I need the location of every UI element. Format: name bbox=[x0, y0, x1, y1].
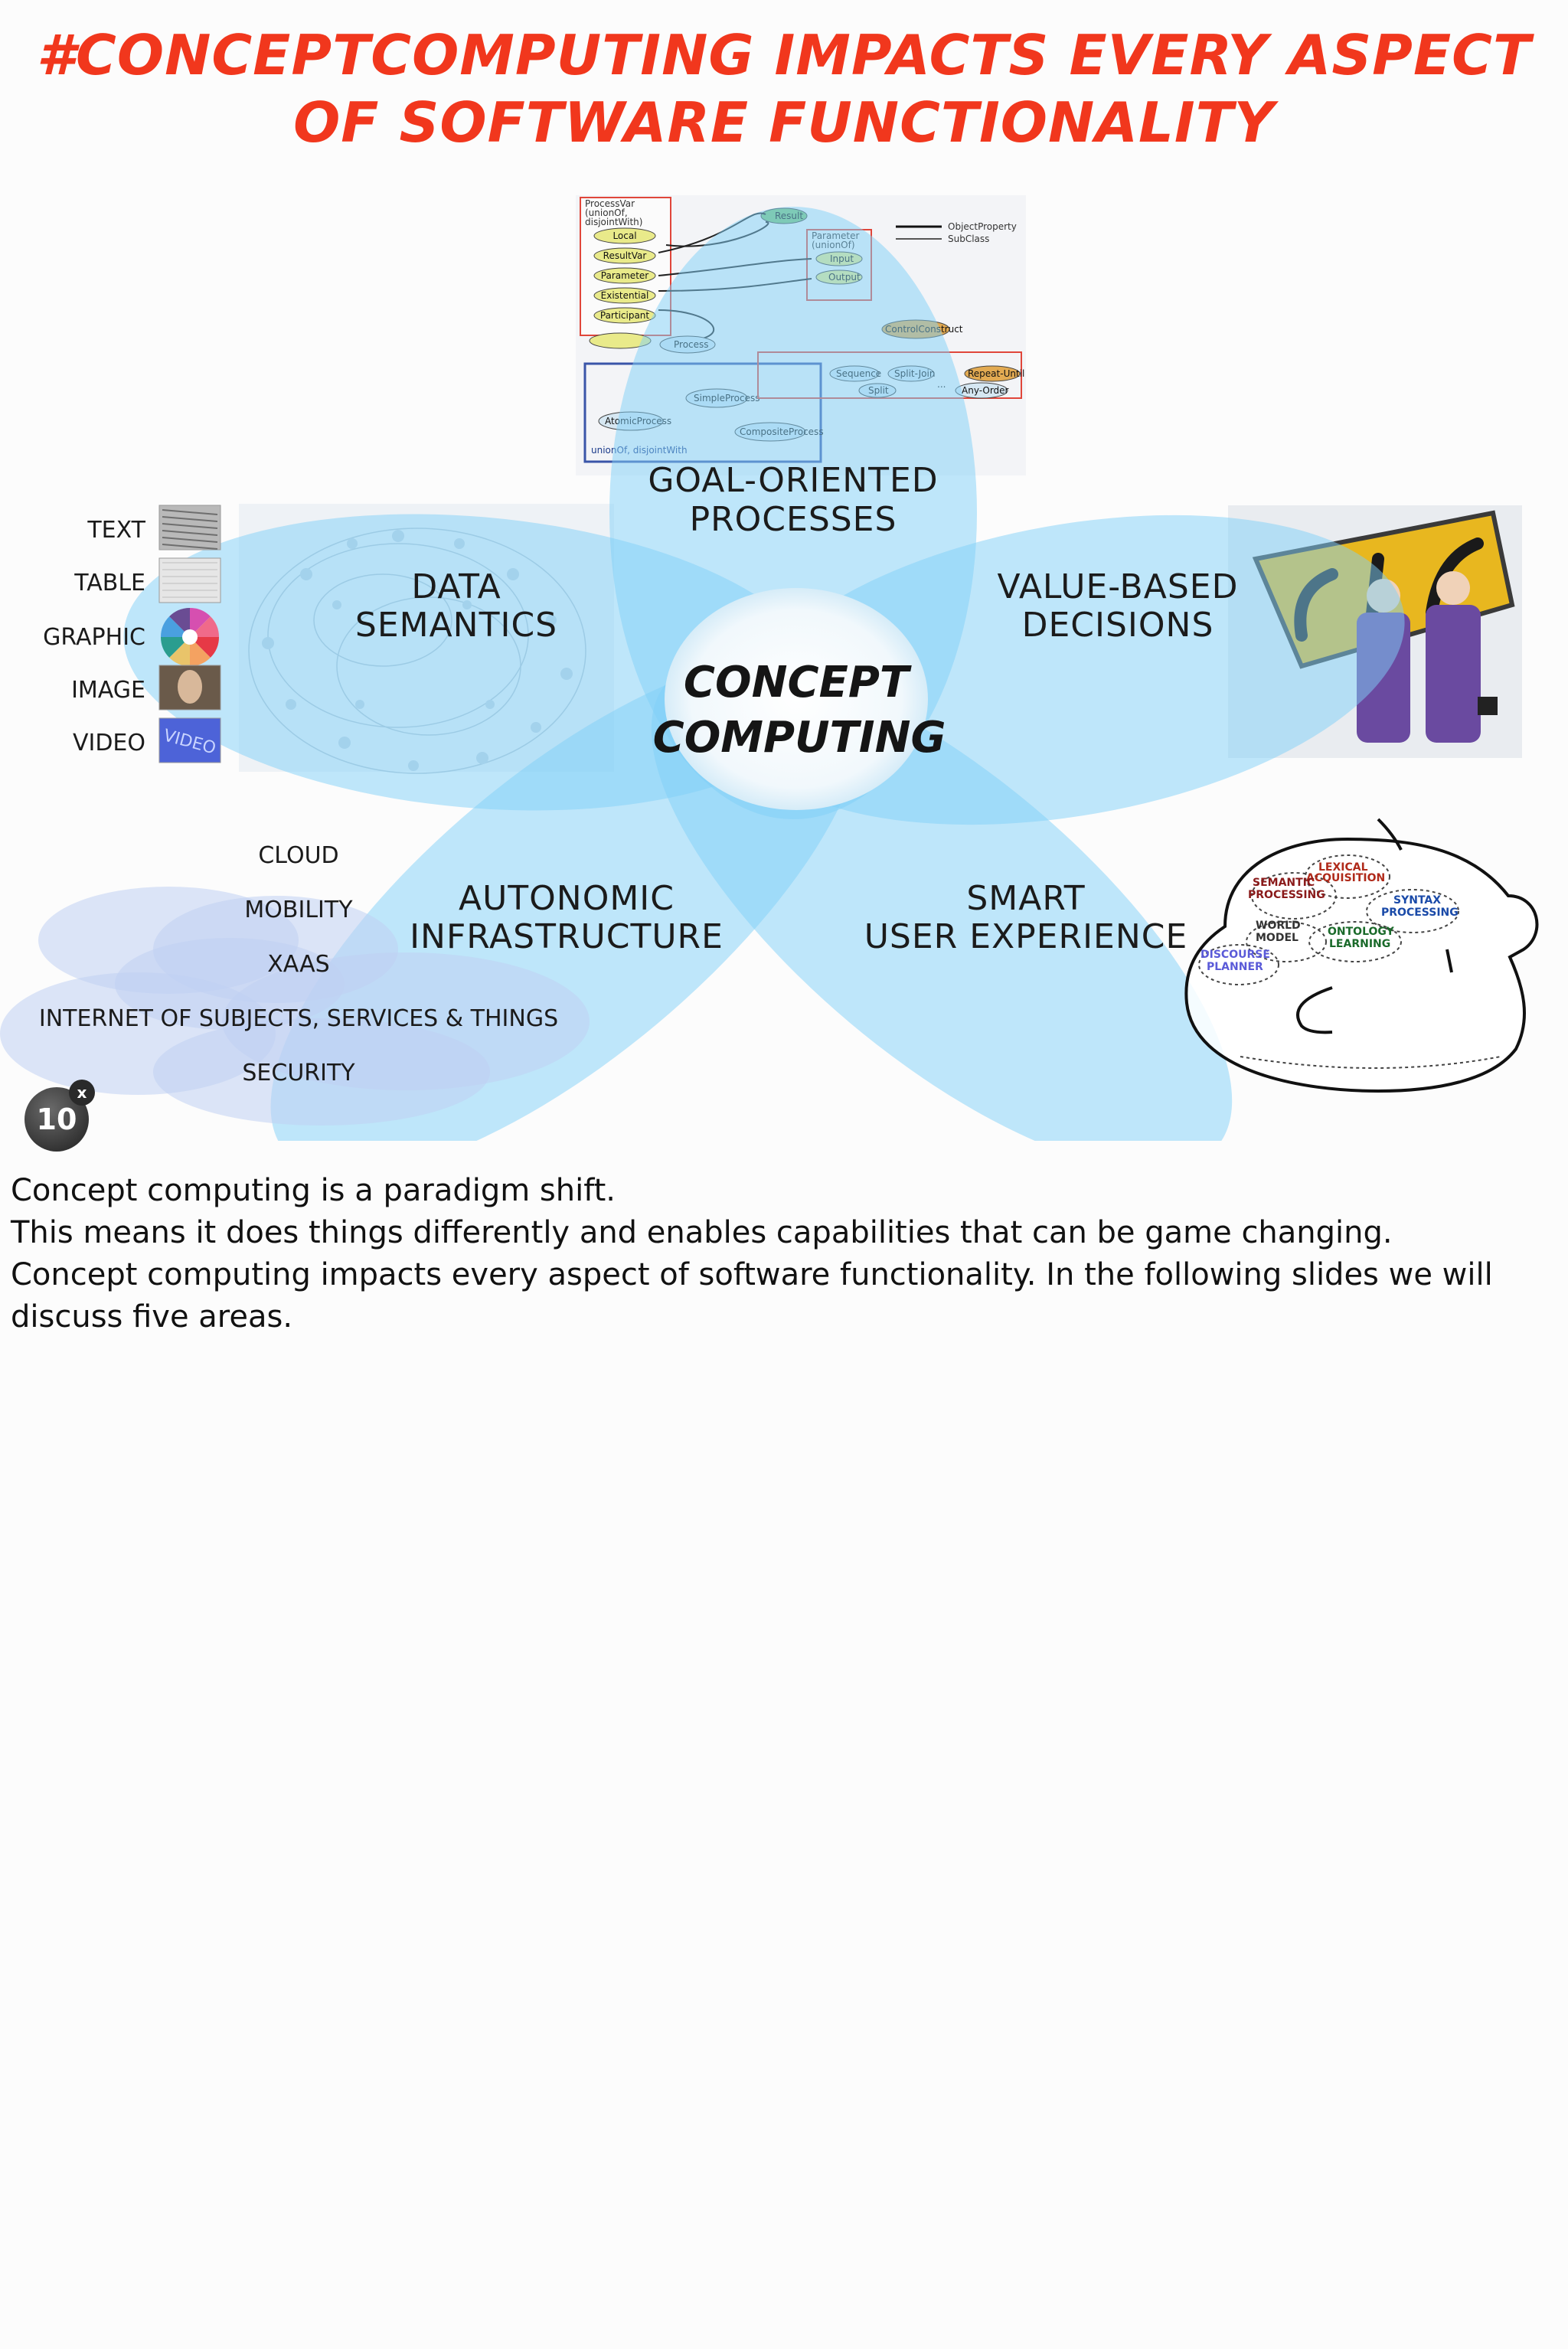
legend-objectproperty: ObjectProperty bbox=[948, 221, 1017, 232]
media-type-label: IMAGE bbox=[71, 677, 145, 704]
description-line2: This means it does things differently an… bbox=[11, 1215, 1393, 1250]
media-type-label: GRAPHIC bbox=[43, 624, 145, 651]
text-thumbnail-line bbox=[162, 516, 218, 522]
value-label-line2: DECISIONS bbox=[1022, 606, 1214, 645]
infra-item-label: SECURITY bbox=[242, 1060, 355, 1086]
slide-title-line1: #CONCEPTCOMPUTING IMPACTS EVERY ASPECT bbox=[36, 23, 1532, 87]
media-thumbnail bbox=[158, 557, 221, 603]
graphic-thumbnail-center bbox=[182, 629, 198, 645]
media-type-label: TEXT bbox=[87, 517, 145, 544]
center-label-line1: CONCEPT bbox=[684, 658, 912, 707]
close-label: x bbox=[77, 1083, 87, 1102]
brain-world: WORLD bbox=[1256, 920, 1301, 932]
text-thumbnail-line bbox=[162, 523, 218, 529]
process-var-node bbox=[593, 287, 656, 304]
slide-title-line2: OF SOFTWARE FUNCTIONALITY bbox=[293, 90, 1275, 155]
graphic-thumbnail-slice bbox=[190, 616, 219, 637]
repeat-until-node: Repeat-Until bbox=[968, 368, 1024, 379]
brain-processing: PROCESSING bbox=[1248, 889, 1325, 901]
text-thumbnail-line bbox=[162, 537, 218, 543]
brain-ontology: ONTOLOGY bbox=[1328, 926, 1395, 938]
media-thumbnail bbox=[158, 717, 221, 763]
infra-item-label: CLOUD bbox=[258, 842, 338, 869]
slide-description: Concept computing is a paradigm shift. T… bbox=[11, 1170, 1542, 1338]
legend-subclass: SubClass bbox=[948, 234, 989, 244]
process-var-node-label: Local bbox=[612, 230, 636, 241]
center-node bbox=[665, 588, 928, 810]
process-var-title: ProcessVar bbox=[585, 198, 635, 209]
brain-semantic: SEMANTIC bbox=[1253, 877, 1315, 889]
brain-syntax: SYNTAX bbox=[1393, 894, 1441, 907]
image-thumbnail-face bbox=[178, 670, 202, 704]
graphic-thumbnail-slice bbox=[161, 637, 190, 658]
goal-label-line1: GOAL-ORIENTED bbox=[648, 461, 938, 500]
description-line1: Concept computing is a paradigm shift. bbox=[11, 1173, 616, 1208]
text-thumbnail-line bbox=[162, 509, 218, 515]
media-type-label: TABLE bbox=[74, 570, 145, 596]
process-var-sub1: (unionOf, bbox=[585, 207, 628, 218]
description-line3: Concept computing impacts every aspect o… bbox=[11, 1257, 1493, 1335]
data-label-line1: DATA bbox=[411, 567, 501, 606]
infra-label-line2: INFRASTRUCTURE bbox=[410, 917, 724, 956]
text-thumbnail-line bbox=[162, 530, 218, 536]
brain-discourse: DISCOURSE bbox=[1200, 949, 1270, 961]
brain-acquisition: ACQUISITION bbox=[1306, 872, 1385, 884]
value-label-line1: VALUE-BASED bbox=[998, 567, 1239, 606]
infra-item-label: MOBILITY bbox=[244, 897, 353, 923]
slide-title: #CONCEPTCOMPUTING IMPACTS EVERY ASPECT O… bbox=[0, 21, 1568, 156]
infra-item-label: INTERNET OF SUBJECTS, SERVICES & THINGS bbox=[39, 1005, 558, 1032]
center-label-line2: COMPUTING bbox=[653, 713, 946, 763]
concept-computing-diagram: ProcessVar (unionOf, disjointWith) Local… bbox=[0, 195, 1539, 1141]
text-thumbnail-line bbox=[162, 544, 218, 550]
infra-bubbles bbox=[0, 887, 590, 1125]
graphic-thumbnail-slice bbox=[190, 637, 211, 666]
graphic-thumbnail-slice bbox=[169, 637, 190, 666]
brain-learning: LEARNING bbox=[1329, 938, 1390, 950]
data-label-line2: SEMANTICS bbox=[355, 606, 557, 645]
graphic-thumbnail-slice bbox=[190, 637, 219, 658]
infra-item-list: CLOUD MOBILITY XAAS INTERNET OF SUBJECTS, S… bbox=[39, 842, 558, 1086]
process-var-sub2: disjointWith) bbox=[585, 217, 642, 227]
brain-syntax-processing: PROCESSING bbox=[1381, 907, 1459, 919]
process-var-node-label: Participant bbox=[600, 310, 650, 321]
process-var-node-label: Parameter bbox=[601, 270, 648, 281]
ux-label-line1: SMART bbox=[966, 879, 1085, 918]
process-var-node-label: ResultVar bbox=[603, 250, 647, 261]
process-var-node bbox=[593, 267, 656, 284]
process-var-node bbox=[593, 227, 656, 244]
media-type-label: VIDEO bbox=[73, 730, 145, 756]
infra-label-line1: AUTONOMIC bbox=[459, 879, 675, 918]
close-icon[interactable]: x bbox=[69, 1080, 95, 1106]
graphic-thumbnail-slice bbox=[161, 616, 190, 637]
brain-illustration: LEXICAL ACQUISITION SEMANTIC PROCESSING … bbox=[1184, 818, 1539, 1093]
graphic-thumbnail-slice bbox=[190, 608, 211, 637]
process-var-node-label: Existential bbox=[601, 290, 649, 301]
any-order-node: Any-Order bbox=[962, 385, 1009, 396]
ux-label-line2: USER EXPERIENCE bbox=[864, 917, 1188, 956]
process-var-node bbox=[593, 247, 656, 264]
brain-lexical: LEXICAL bbox=[1318, 861, 1368, 874]
goal-label-line2: PROCESSES bbox=[690, 500, 897, 539]
infra-item-label: XAAS bbox=[267, 951, 329, 978]
brain-planner: PLANNER bbox=[1207, 961, 1263, 973]
slide-number: 10 bbox=[36, 1103, 77, 1136]
graphic-thumbnail-slice bbox=[169, 608, 190, 637]
brain-model: MODEL bbox=[1256, 932, 1298, 944]
